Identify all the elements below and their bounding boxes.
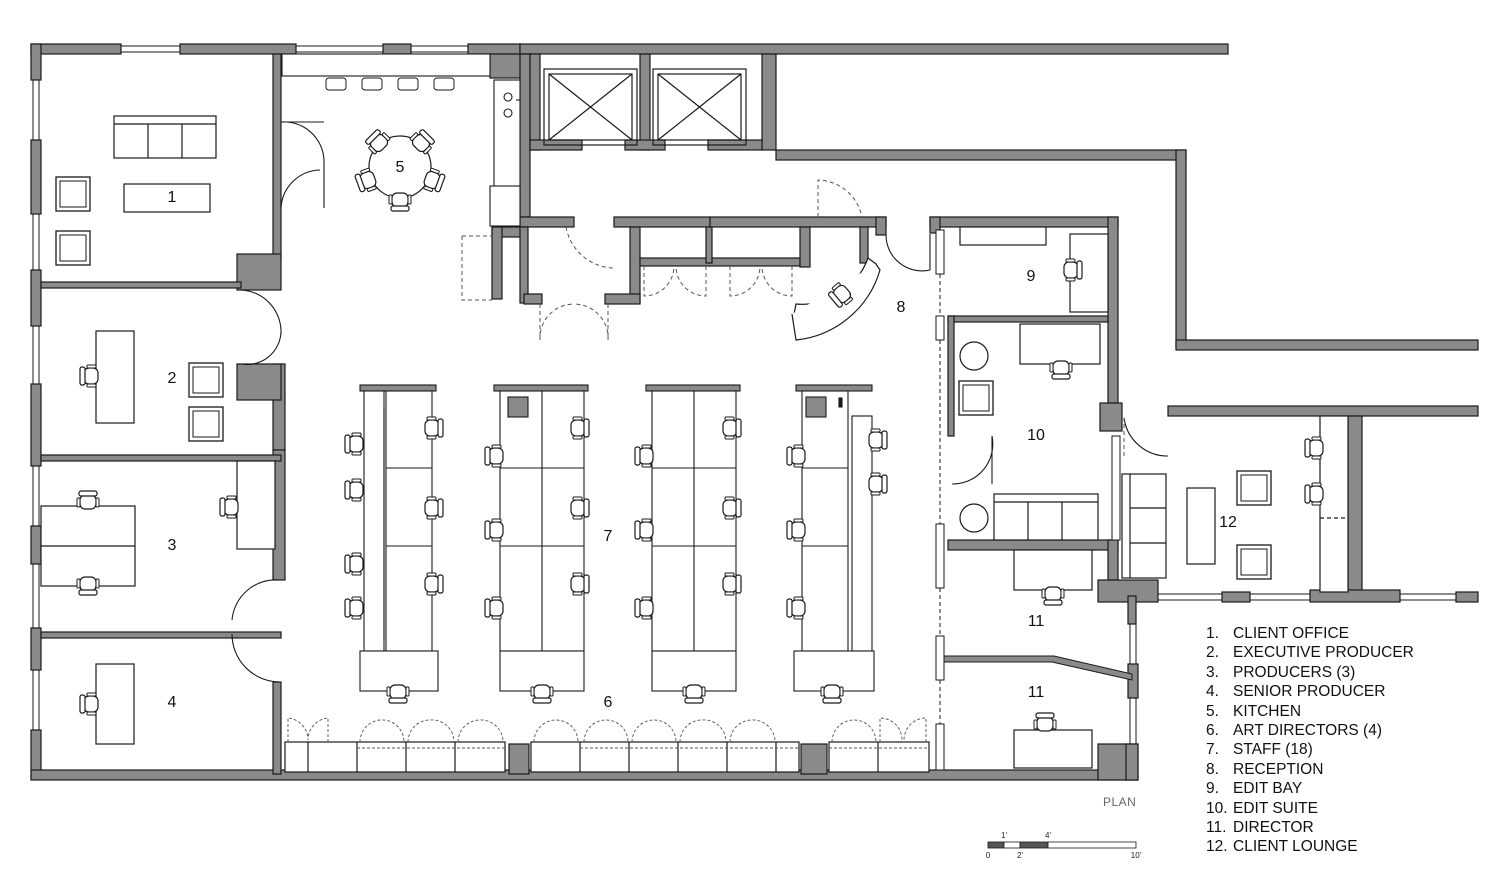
legend-item: 5. KITCHEN bbox=[1206, 702, 1414, 721]
legend-label: STAFF (18) bbox=[1233, 741, 1313, 759]
scale-label-4ft: 4' bbox=[1045, 831, 1051, 840]
legend-item: 2. EXECUTIVE PRODUCER bbox=[1206, 643, 1414, 662]
workstation-cluster-2 bbox=[493, 384, 589, 692]
director-angled-wall bbox=[943, 655, 1133, 681]
room-label-7: 7 bbox=[604, 528, 613, 545]
legend-number: 7. bbox=[1206, 741, 1219, 759]
room-label-4: 4 bbox=[168, 694, 177, 711]
legend-label: EDIT BAY bbox=[1233, 780, 1303, 798]
legend-item: 10. EDIT SUITE bbox=[1206, 799, 1414, 818]
legend-label: KITCHEN bbox=[1233, 702, 1302, 720]
room-label-11a: 11 bbox=[1028, 613, 1045, 630]
legend-number: 2. bbox=[1206, 644, 1219, 662]
legend-item: 12. CLIENT LOUNGE bbox=[1206, 837, 1414, 856]
furniture bbox=[40, 115, 1349, 769]
workstation-cluster-4 bbox=[793, 384, 875, 692]
legend-number: 6. bbox=[1206, 721, 1219, 739]
room-label-10: 10 bbox=[1027, 427, 1045, 444]
room-label-3: 3 bbox=[168, 537, 177, 554]
scale-label-1ft: 1' bbox=[1001, 831, 1007, 840]
room-label-12: 12 bbox=[1219, 514, 1237, 531]
dashed-doors bbox=[461, 179, 1125, 456]
doors bbox=[231, 121, 1169, 683]
legend-number: 9. bbox=[1206, 780, 1219, 798]
legend-item: 1. CLIENT OFFICE bbox=[1206, 624, 1414, 643]
legend-label: CLIENT OFFICE bbox=[1233, 625, 1349, 642]
legend-item: 11. DIRECTOR bbox=[1206, 818, 1414, 837]
legend-label: EDIT SUITE bbox=[1233, 799, 1318, 817]
plan-title: PLAN bbox=[1103, 795, 1137, 809]
legend-label: CLIENT LOUNGE bbox=[1233, 838, 1358, 856]
room-legend: 1. CLIENT OFFICE 2. EXECUTIVE PRODUCER 3. P… bbox=[1206, 624, 1414, 857]
legend-item: 8. RECEPTION bbox=[1206, 760, 1414, 779]
elevators bbox=[543, 68, 747, 146]
legend-number: 4. bbox=[1206, 683, 1219, 701]
room-label-2: 2 bbox=[168, 370, 177, 387]
legend-item: 3. PRODUCERS (3) bbox=[1206, 663, 1414, 682]
scale-bar: 1' 4' 0 2' 10' bbox=[986, 831, 1142, 860]
room-label-6: 6 bbox=[604, 694, 613, 711]
legend-number: 3. bbox=[1206, 663, 1219, 681]
room-label-11b: 11 bbox=[1028, 684, 1045, 701]
workstation-cluster-3 bbox=[645, 384, 741, 692]
walls bbox=[30, 43, 1479, 781]
legend-number: 5. bbox=[1206, 702, 1219, 720]
room-labels: 1 2 3 4 5 6 7 8 9 10 11 11 12 bbox=[168, 159, 1237, 711]
legend-label: RECEPTION bbox=[1233, 760, 1324, 778]
legend-number: 8. bbox=[1206, 760, 1219, 778]
legend-label: SENIOR PRODUCER bbox=[1233, 683, 1386, 701]
scale-label-0: 0 bbox=[986, 851, 991, 860]
legend-number: 10. bbox=[1206, 799, 1228, 817]
legend-label: EXECUTIVE PRODUCER bbox=[1233, 644, 1414, 662]
legend-number: 11. bbox=[1206, 818, 1227, 836]
legend-item: 4. SENIOR PRODUCER bbox=[1206, 682, 1414, 701]
legend-item: 6. ART DIRECTORS (4) bbox=[1206, 721, 1414, 740]
room-label-9: 9 bbox=[1027, 268, 1036, 285]
legend-number: 1. bbox=[1206, 625, 1219, 642]
legend-label: ART DIRECTORS (4) bbox=[1233, 721, 1382, 739]
legend-label: DIRECTOR bbox=[1233, 818, 1314, 836]
cabinet-door-swings bbox=[287, 717, 929, 749]
storage-cabinets bbox=[284, 741, 930, 773]
legend-number: 12. bbox=[1206, 838, 1228, 856]
scale-label-2ft: 2' bbox=[1017, 851, 1023, 860]
legend-item: 7. STAFF (18) bbox=[1206, 740, 1414, 759]
windows bbox=[32, 45, 1456, 744]
room-label-5: 5 bbox=[396, 159, 405, 176]
scale-label-10ft: 10' bbox=[1131, 851, 1142, 860]
kitchen-counter bbox=[281, 53, 521, 227]
room-label-8: 8 bbox=[897, 299, 906, 316]
legend-item: 9. EDIT BAY bbox=[1206, 779, 1414, 798]
room-label-1: 1 bbox=[168, 189, 177, 206]
kitchen-stools bbox=[325, 77, 455, 91]
legend-label: PRODUCERS (3) bbox=[1233, 663, 1356, 681]
workstation-cluster-1 bbox=[359, 384, 439, 692]
